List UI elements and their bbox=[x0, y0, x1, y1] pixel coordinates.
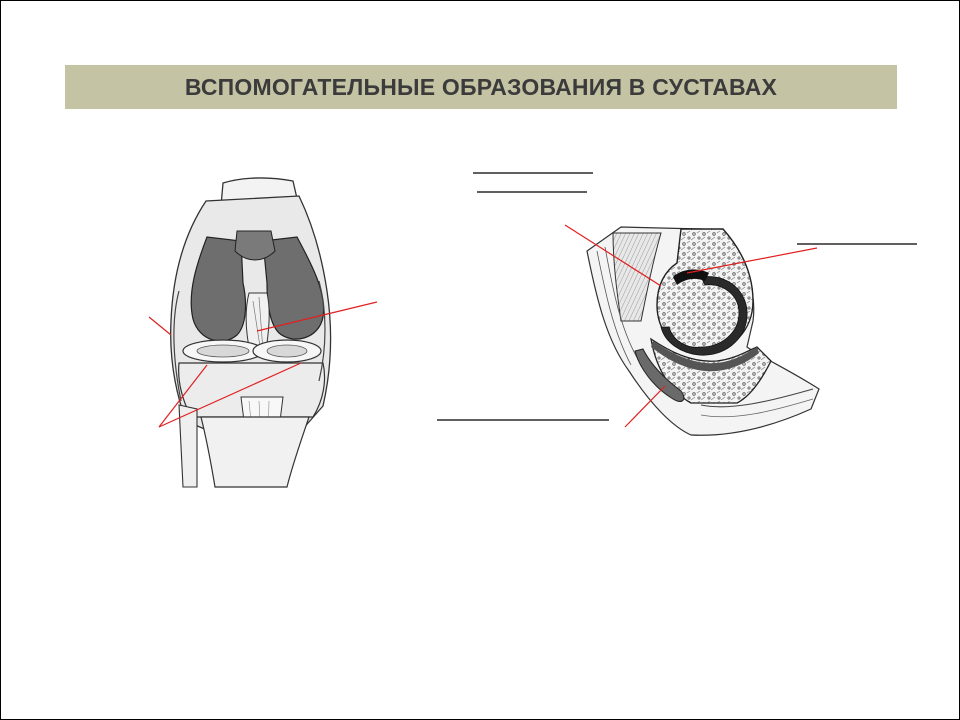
tibia-shaft bbox=[200, 416, 310, 488]
pointer-line bbox=[158, 362, 302, 428]
slide-title: ВСПОМОГАТЕЛЬНЫЕ ОБРАЗОВАНИЯ В СУСТАВАХ bbox=[184, 73, 778, 100]
collateral-ligament-right bbox=[318, 280, 326, 382]
collateral-ligament-left bbox=[173, 290, 182, 402]
synovial-bursa bbox=[634, 348, 685, 402]
pointer-line bbox=[564, 224, 662, 287]
articular-cartilage-lower bbox=[651, 341, 759, 372]
joint-sagittal-section-illustration bbox=[586, 226, 820, 436]
knee-pointer-lines bbox=[148, 301, 378, 428]
pointer-line bbox=[158, 364, 208, 428]
synovial-fold bbox=[673, 269, 709, 285]
sagittal-pointer-lines bbox=[564, 224, 818, 428]
knee-joint-illustration bbox=[170, 177, 332, 488]
pointer-line bbox=[686, 247, 818, 274]
femoral-condyle-medial bbox=[190, 236, 247, 342]
articular-cartilage-upper bbox=[660, 276, 748, 356]
tendon-lower bbox=[700, 388, 814, 408]
intercondylar-area bbox=[234, 230, 276, 261]
title-bar: ВСПОМОГАТЕЛЬНЫЕ ОБРАЗОВАНИЯ В СУСТАВАХ bbox=[65, 65, 897, 109]
muscle-band bbox=[612, 232, 662, 322]
pointer-line bbox=[256, 301, 378, 332]
pointer-line bbox=[148, 316, 172, 336]
fibula bbox=[178, 404, 198, 488]
pointer-line bbox=[624, 385, 666, 428]
blank-label-lines bbox=[437, 172, 917, 421]
tibia-head bbox=[178, 362, 326, 418]
